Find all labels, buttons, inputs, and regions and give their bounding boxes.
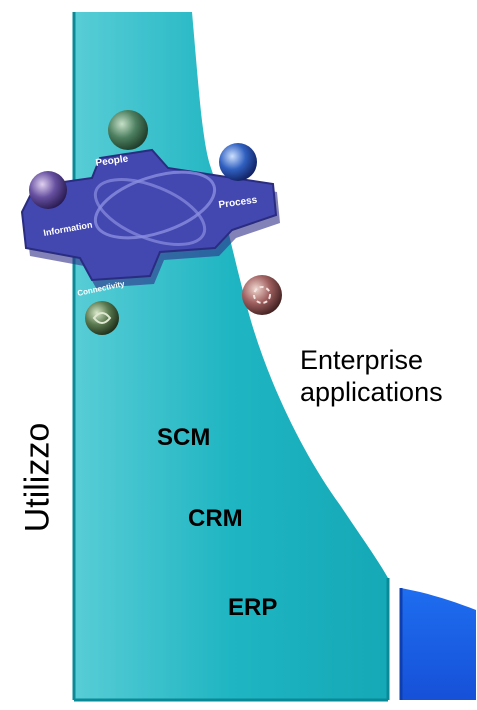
process-label: Process	[218, 195, 259, 211]
crm-label: CRM	[188, 505, 243, 532]
process-globe-icon	[219, 143, 257, 181]
people-label: People	[95, 153, 129, 169]
module-sphere-icon	[242, 275, 282, 315]
information-globe-icon	[29, 171, 67, 209]
enterprise-label-line2: applications	[300, 377, 443, 407]
enterprise-label-line1: Enterprise	[300, 345, 424, 375]
platform: People Process Information Connectivity	[20, 148, 280, 298]
connectivity-plug-icon	[85, 301, 119, 335]
scm-label: SCM	[157, 424, 211, 451]
y-axis-label: Utilizzo	[18, 422, 57, 533]
people-globe-icon	[108, 110, 148, 150]
enterprise-applications-label: Enterprise applications	[300, 344, 443, 408]
next-curve-area	[401, 588, 476, 700]
erp-label: ERP	[228, 594, 278, 621]
